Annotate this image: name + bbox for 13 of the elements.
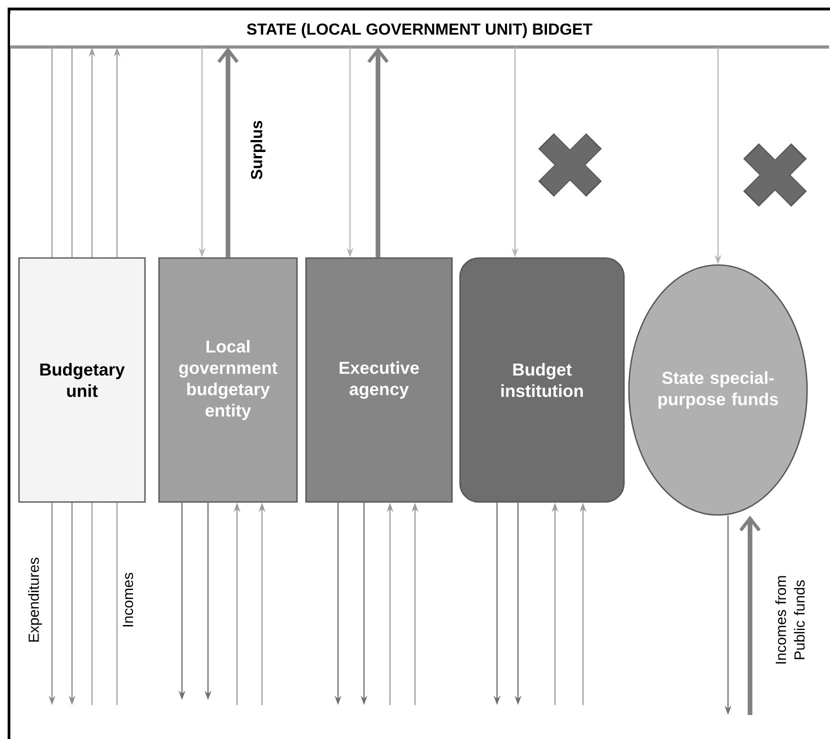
agency-box: Executive agency [305, 257, 453, 503]
node-label: STATE (LOCAL GOVERNMENT UNIT) BIDGET [246, 23, 592, 38]
arrow-label: Surplus [250, 120, 266, 180]
institution-box: Budget institution [459, 257, 625, 503]
arrow-label: Expenditures [28, 558, 42, 642]
arrow [367, 47, 389, 258]
arrow [217, 47, 239, 258]
arrow-label: Incomes from Public funds [775, 576, 805, 664]
arrow [739, 516, 761, 715]
budget-band: STATE (LOCAL GOVERNMENT UNIT) BIDGET [10, 14, 829, 49]
arrow-label: Incomes [122, 572, 134, 626]
entity-box: Local government budgetary entity [158, 257, 298, 503]
unit-box: Budgetary unit [18, 257, 146, 503]
